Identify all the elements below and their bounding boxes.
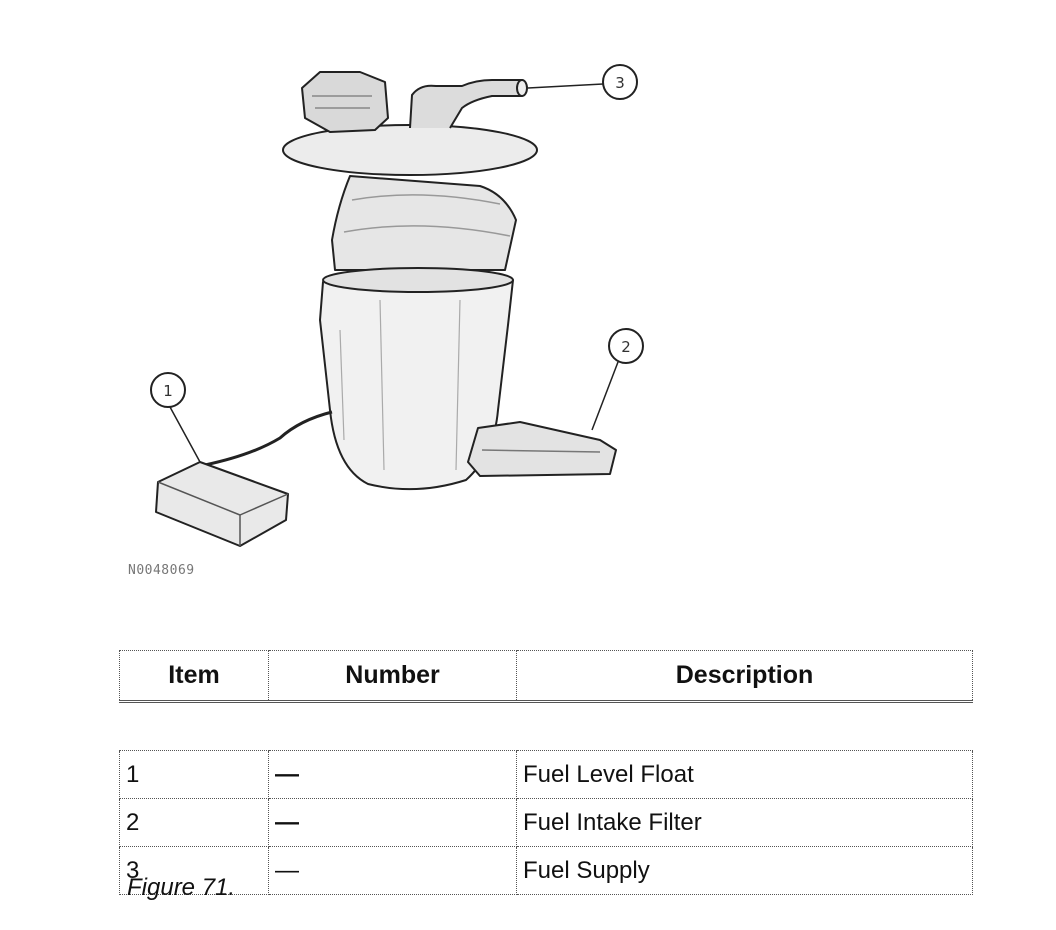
row-item: 1 xyxy=(119,750,269,799)
callout-2-label: 2 xyxy=(621,338,631,356)
fuel-intake-filter xyxy=(467,421,617,477)
callout-2: 2 xyxy=(591,328,644,431)
callout-1-label: 1 xyxy=(163,382,173,400)
fuel-level-float xyxy=(155,461,289,547)
row-number: — xyxy=(268,846,517,895)
pump-upper-body xyxy=(331,175,517,271)
header-number: Number xyxy=(268,650,517,703)
electrical-connector xyxy=(301,71,389,133)
header-item: Item xyxy=(119,650,269,703)
table-spacer-row xyxy=(119,701,973,751)
row-item: 2 xyxy=(119,798,269,847)
row-description: Fuel Intake Filter xyxy=(516,798,973,847)
table-header-row: Item Number Description xyxy=(119,650,973,703)
header-description: Description xyxy=(516,650,973,703)
callout-3: 3 xyxy=(527,64,638,100)
row-number: — xyxy=(268,750,517,799)
callout-1: 1 xyxy=(150,372,201,463)
table-row: 1 — Fuel Level Float xyxy=(119,750,973,799)
fuel-supply-tube xyxy=(409,79,523,129)
callout-3-label: 3 xyxy=(615,74,625,92)
figure-caption: Figure 71. xyxy=(127,874,236,901)
parts-table: Item Number Description 1 — Fuel Level F… xyxy=(119,650,973,895)
row-description: Fuel Supply xyxy=(516,846,973,895)
fuel-pump-module-illustration: 1 2 3 xyxy=(150,64,644,547)
table-row: 3 — Fuel Supply xyxy=(119,846,973,895)
row-description: Fuel Level Float xyxy=(516,750,973,799)
row-number: — xyxy=(268,798,517,847)
float-wire xyxy=(204,410,333,467)
table-row: 2 — Fuel Intake Filter xyxy=(119,798,973,847)
mounting-flange xyxy=(282,124,538,176)
image-reference-code: N0048069 xyxy=(128,563,195,578)
row-item: 3 xyxy=(119,846,269,895)
